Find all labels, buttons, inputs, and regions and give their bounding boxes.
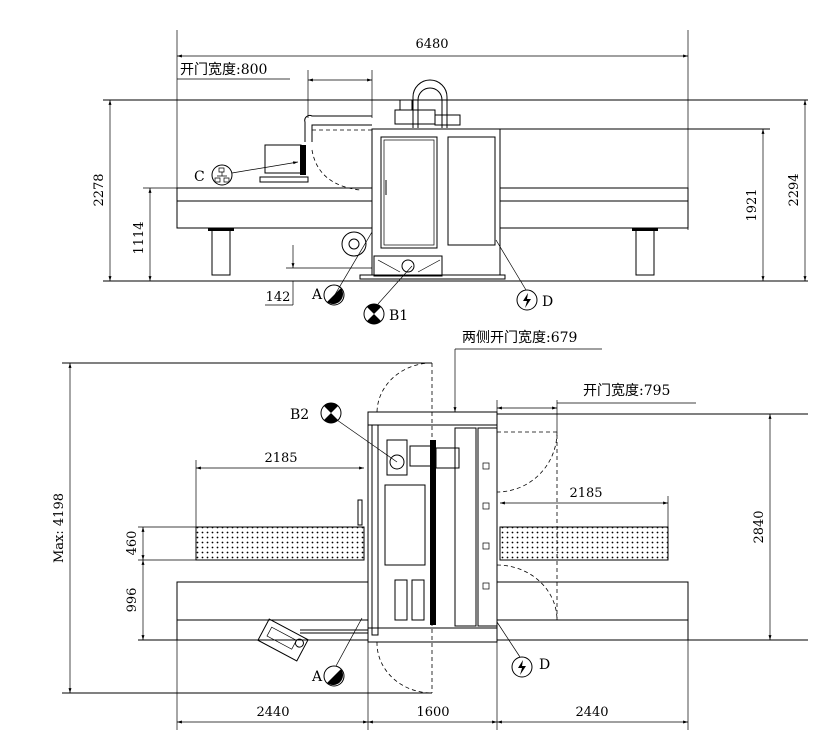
marker-d-top: D — [496, 621, 550, 678]
marker-b1-label: B1 — [389, 308, 408, 324]
left-table-width-label: 2440 — [256, 705, 289, 720]
dim-overall-width: 6480 — [176, 30, 689, 230]
dim-door-width: 开门宽度:800 — [177, 61, 373, 118]
control-panel — [257, 618, 309, 662]
marker-a-label: A — [311, 287, 323, 303]
overall-width-label: 6480 — [415, 37, 448, 52]
dim-panel-width: 460 996 — [125, 526, 196, 640]
door-width-label: 开门宽度:800 — [180, 61, 267, 78]
marker-b2-label: B2 — [290, 407, 309, 423]
top-components — [394, 79, 461, 128]
machine-width-label: 1600 — [416, 705, 449, 720]
machine-cabinet — [359, 128, 506, 280]
dim-door-width-795: 开门宽度:795 — [496, 382, 696, 432]
marker-d-front: D — [495, 239, 553, 311]
marker-c: C — [194, 161, 299, 186]
cross-circle-icon — [363, 303, 385, 325]
left-extension-label: 2185 — [264, 451, 297, 466]
right-extension-label: 2185 — [569, 486, 602, 501]
dim-machine-depth: 2840 — [752, 414, 772, 640]
marker-a-front: A — [311, 231, 373, 306]
marker-d-label: D — [542, 294, 553, 310]
monitor — [264, 144, 302, 174]
door-width-795-label: 开门宽度:795 — [583, 382, 670, 399]
dim-total-height-right: 2294 — [787, 100, 807, 281]
marker-b1: B1 — [363, 265, 413, 325]
dim-cabinet-height: 1921 — [745, 129, 765, 281]
both-side-door-label: 两侧开门宽度:679 — [462, 329, 577, 346]
marker-b2: B2 — [290, 402, 398, 463]
dim-right-extension: 2185 — [500, 486, 669, 527]
right-table-top — [496, 581, 689, 641]
dim-both-side-door: 两侧开门宽度:679 — [453, 329, 602, 412]
right-table-width-label: 2440 — [575, 705, 608, 720]
marker-a-top-label: A — [311, 669, 323, 685]
lightning-icon — [516, 289, 538, 311]
total-height-right-label: 2294 — [787, 173, 802, 206]
max-depth-label: Max: 4198 — [52, 493, 67, 563]
dim-max-depth: Max: 4198 — [52, 363, 72, 693]
front-view: 6480 开门宽度:800 2278 1114 1921 — [92, 30, 808, 325]
table-height-label: 1114 — [132, 221, 147, 254]
monitor-arm — [259, 115, 372, 191]
roller — [341, 231, 367, 257]
marker-c-label: C — [194, 169, 205, 185]
panel-width-label: 460 — [125, 531, 140, 556]
lightning-icon — [511, 656, 533, 678]
half-filled-circle-icon — [323, 284, 345, 306]
network-icon — [211, 164, 233, 186]
left-table — [176, 187, 373, 276]
marker-a-top: A — [311, 617, 363, 687]
half-filled-circle-icon — [323, 665, 345, 687]
cabinet-height-label: 1921 — [745, 188, 760, 221]
dim-left-extension: 2185 — [195, 451, 364, 527]
panel-offset-label: 996 — [125, 588, 140, 613]
left-support-panel — [195, 526, 365, 561]
cross-circle-icon — [320, 402, 342, 424]
total-height-left-label: 2278 — [92, 173, 107, 206]
machine-depth-label: 2840 — [752, 510, 767, 543]
right-table — [499, 187, 689, 276]
door-swings — [376, 362, 558, 694]
right-support-panel — [499, 526, 669, 561]
top-view: 两侧开门宽度:679 开门宽度:795 Max: 4198 2840 — [52, 329, 808, 730]
dim-clearance: 142 — [265, 245, 372, 306]
dim-table-height: 1114 — [132, 187, 372, 281]
dim-bottom-widths: 2440 1600 2440 — [176, 640, 689, 730]
marker-d-top-label: D — [539, 657, 550, 673]
dim-total-height-left: 2278 — [92, 100, 112, 281]
left-table-top — [176, 581, 369, 641]
clearance-label: 142 — [266, 290, 291, 305]
machine-top — [357, 411, 498, 643]
